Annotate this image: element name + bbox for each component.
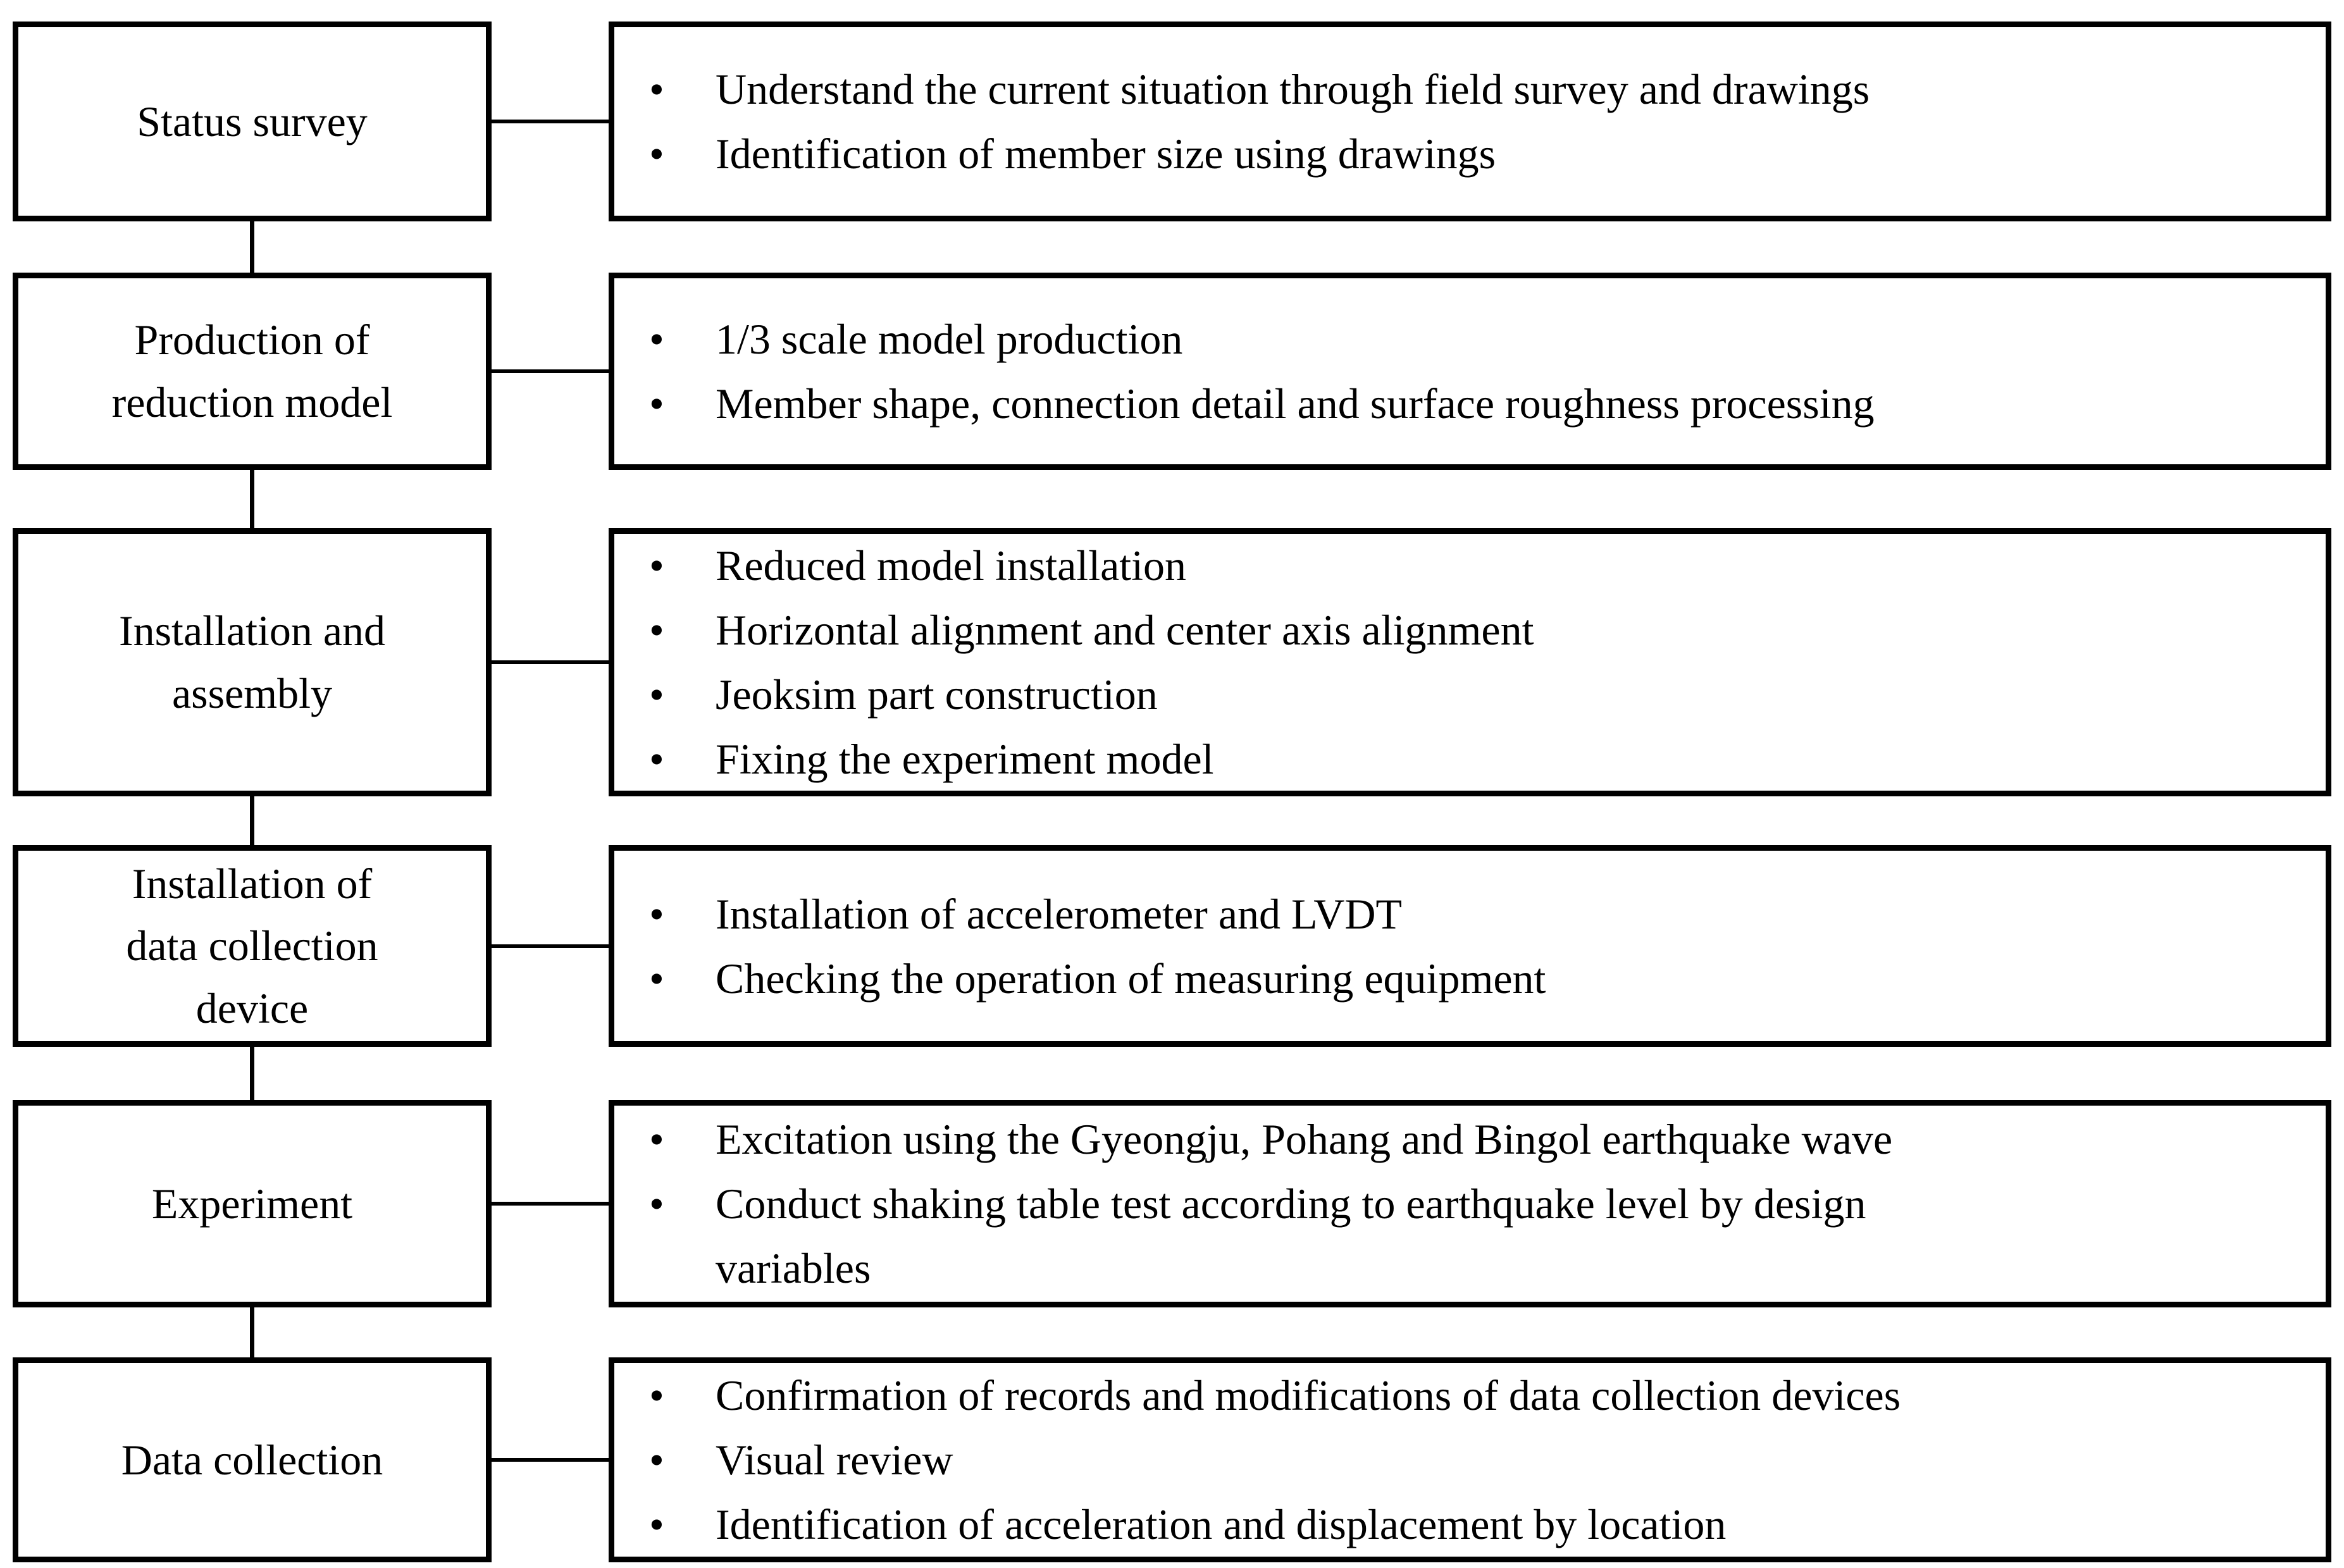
bullet-item: • Reduced model installation [649, 533, 2300, 598]
connector-line-horizontal [492, 120, 609, 123]
bullet-text: Confirmation of records and modification… [716, 1371, 1901, 1419]
details-box-data-collection: • Confirmation of records and modificati… [609, 1357, 2331, 1562]
flow-row-status-survey: Status survey • Understand the current s… [13, 22, 2331, 221]
bullet-item: • 1/3 scale model production [649, 307, 2300, 371]
connector-line-vertical [250, 1307, 254, 1357]
stage-label: Production of reduction model [111, 316, 393, 426]
bullet-item: • Identification of acceleration and dis… [649, 1492, 2300, 1557]
bullet-dot-icon: • [649, 954, 664, 1003]
stage-label: Status survey [137, 97, 368, 145]
bullet-text: Identification of acceleration and displ… [716, 1500, 1727, 1548]
bullet-item: • Visual review [649, 1428, 2300, 1492]
bullet-dot-icon: • [649, 1436, 664, 1484]
bullet-item: • Checking the operation of measuring eq… [649, 946, 2300, 1011]
bullet-dot-icon: • [649, 541, 664, 590]
connector-line-vertical [250, 470, 254, 528]
bullet-item: • Understand the current situation throu… [649, 57, 2300, 121]
bullet-text: 1/3 scale model production [716, 315, 1183, 363]
stage-box-experiment: Experiment [13, 1100, 492, 1307]
bullet-dot-icon: • [649, 130, 664, 178]
bullet-dot-icon: • [649, 606, 664, 654]
bullet-dot-icon: • [649, 889, 664, 938]
stage-label: Experiment [151, 1179, 353, 1228]
bullet-text: Conduct shaking table test according to … [716, 1180, 1866, 1292]
connector-line-horizontal [492, 1458, 609, 1462]
bullet-text: Installation of accelerometer and LVDT [716, 889, 1403, 938]
flow-row-installation-of-data-collection-device: Installation of data collection device •… [13, 845, 2331, 1047]
bullet-dot-icon: • [649, 670, 664, 719]
connector-line-horizontal [492, 944, 609, 948]
bullet-dot-icon: • [649, 735, 664, 783]
bullet-text: Visual review [716, 1436, 953, 1484]
connector-line-vertical [250, 1047, 254, 1100]
bullet-text: Understand the current situation through… [716, 65, 1870, 113]
flow-row-data-collection: Data collection • Confirmation of record… [13, 1357, 2331, 1562]
bullet-text: Jeoksim part construction [716, 670, 1158, 719]
bullet-text: Checking the operation of measuring equi… [716, 954, 1546, 1003]
bullet-item: • Installation of accelerometer and LVDT [649, 882, 2300, 946]
details-box-status-survey: • Understand the current situation throu… [609, 22, 2331, 221]
bullet-dot-icon: • [649, 1500, 664, 1548]
connector-line-vertical [250, 796, 254, 845]
bullet-item: • Excitation using the Gyeongju, Pohang … [649, 1107, 2300, 1171]
bullet-text: Excitation using the Gyeongju, Pohang an… [716, 1115, 1893, 1163]
details-box-experiment: • Excitation using the Gyeongju, Pohang … [609, 1100, 2331, 1307]
bullet-text: Fixing the experiment model [716, 735, 1214, 783]
details-box-installation-and-assembly: • Reduced model installation • Horizonta… [609, 528, 2331, 796]
stage-box-status-survey: Status survey [13, 22, 492, 221]
bullet-text: Member shape, connection detail and surf… [716, 380, 1875, 428]
connector-line-horizontal [492, 660, 609, 664]
flow-row-experiment: Experiment • Excitation using the Gyeong… [13, 1100, 2331, 1307]
details-box-installation-of-data-collection-device: • Installation of accelerometer and LVDT… [609, 845, 2331, 1047]
bullet-dot-icon: • [649, 65, 664, 113]
bullet-item: • Conduct shaking table test according t… [649, 1171, 2300, 1300]
bullet-item: • Identification of member size using dr… [649, 121, 2300, 186]
bullet-text: Identification of member size using draw… [716, 130, 1496, 178]
bullet-item: • Fixing the experiment model [649, 727, 2300, 791]
bullet-dot-icon: • [649, 1371, 664, 1419]
connector-line-horizontal [492, 369, 609, 373]
bullet-item: • Horizontal alignment and center axis a… [649, 598, 2300, 662]
connector-line-vertical [250, 221, 254, 273]
connector-line-horizontal [492, 1202, 609, 1206]
flow-row-production-of-reduction-model: Production of reduction model • 1/3 scal… [13, 273, 2331, 470]
bullet-dot-icon: • [649, 380, 664, 428]
stage-label: Data collection [121, 1435, 383, 1484]
bullet-item: • Jeoksim part construction [649, 662, 2300, 727]
stage-label: Installation and assembly [118, 607, 386, 717]
stage-box-installation-of-data-collection-device: Installation of data collection device [13, 845, 492, 1047]
stage-box-installation-and-assembly: Installation and assembly [13, 528, 492, 796]
stage-label: Installation of data collection device [126, 859, 378, 1032]
bullet-text: Horizontal alignment and center axis ali… [716, 606, 1534, 654]
bullet-text: Reduced model installation [716, 541, 1187, 590]
bullet-dot-icon: • [649, 315, 664, 363]
flow-row-installation-and-assembly: Installation and assembly • Reduced mode… [13, 528, 2331, 796]
bullet-dot-icon: • [649, 1180, 664, 1228]
stage-box-production-of-reduction-model: Production of reduction model [13, 273, 492, 470]
stage-box-data-collection: Data collection [13, 1357, 492, 1562]
bullet-item: • Member shape, connection detail and su… [649, 371, 2300, 436]
bullet-item: • Confirmation of records and modificati… [649, 1363, 2300, 1428]
bullet-dot-icon: • [649, 1115, 664, 1163]
details-box-production-of-reduction-model: • 1/3 scale model production • Member sh… [609, 273, 2331, 470]
